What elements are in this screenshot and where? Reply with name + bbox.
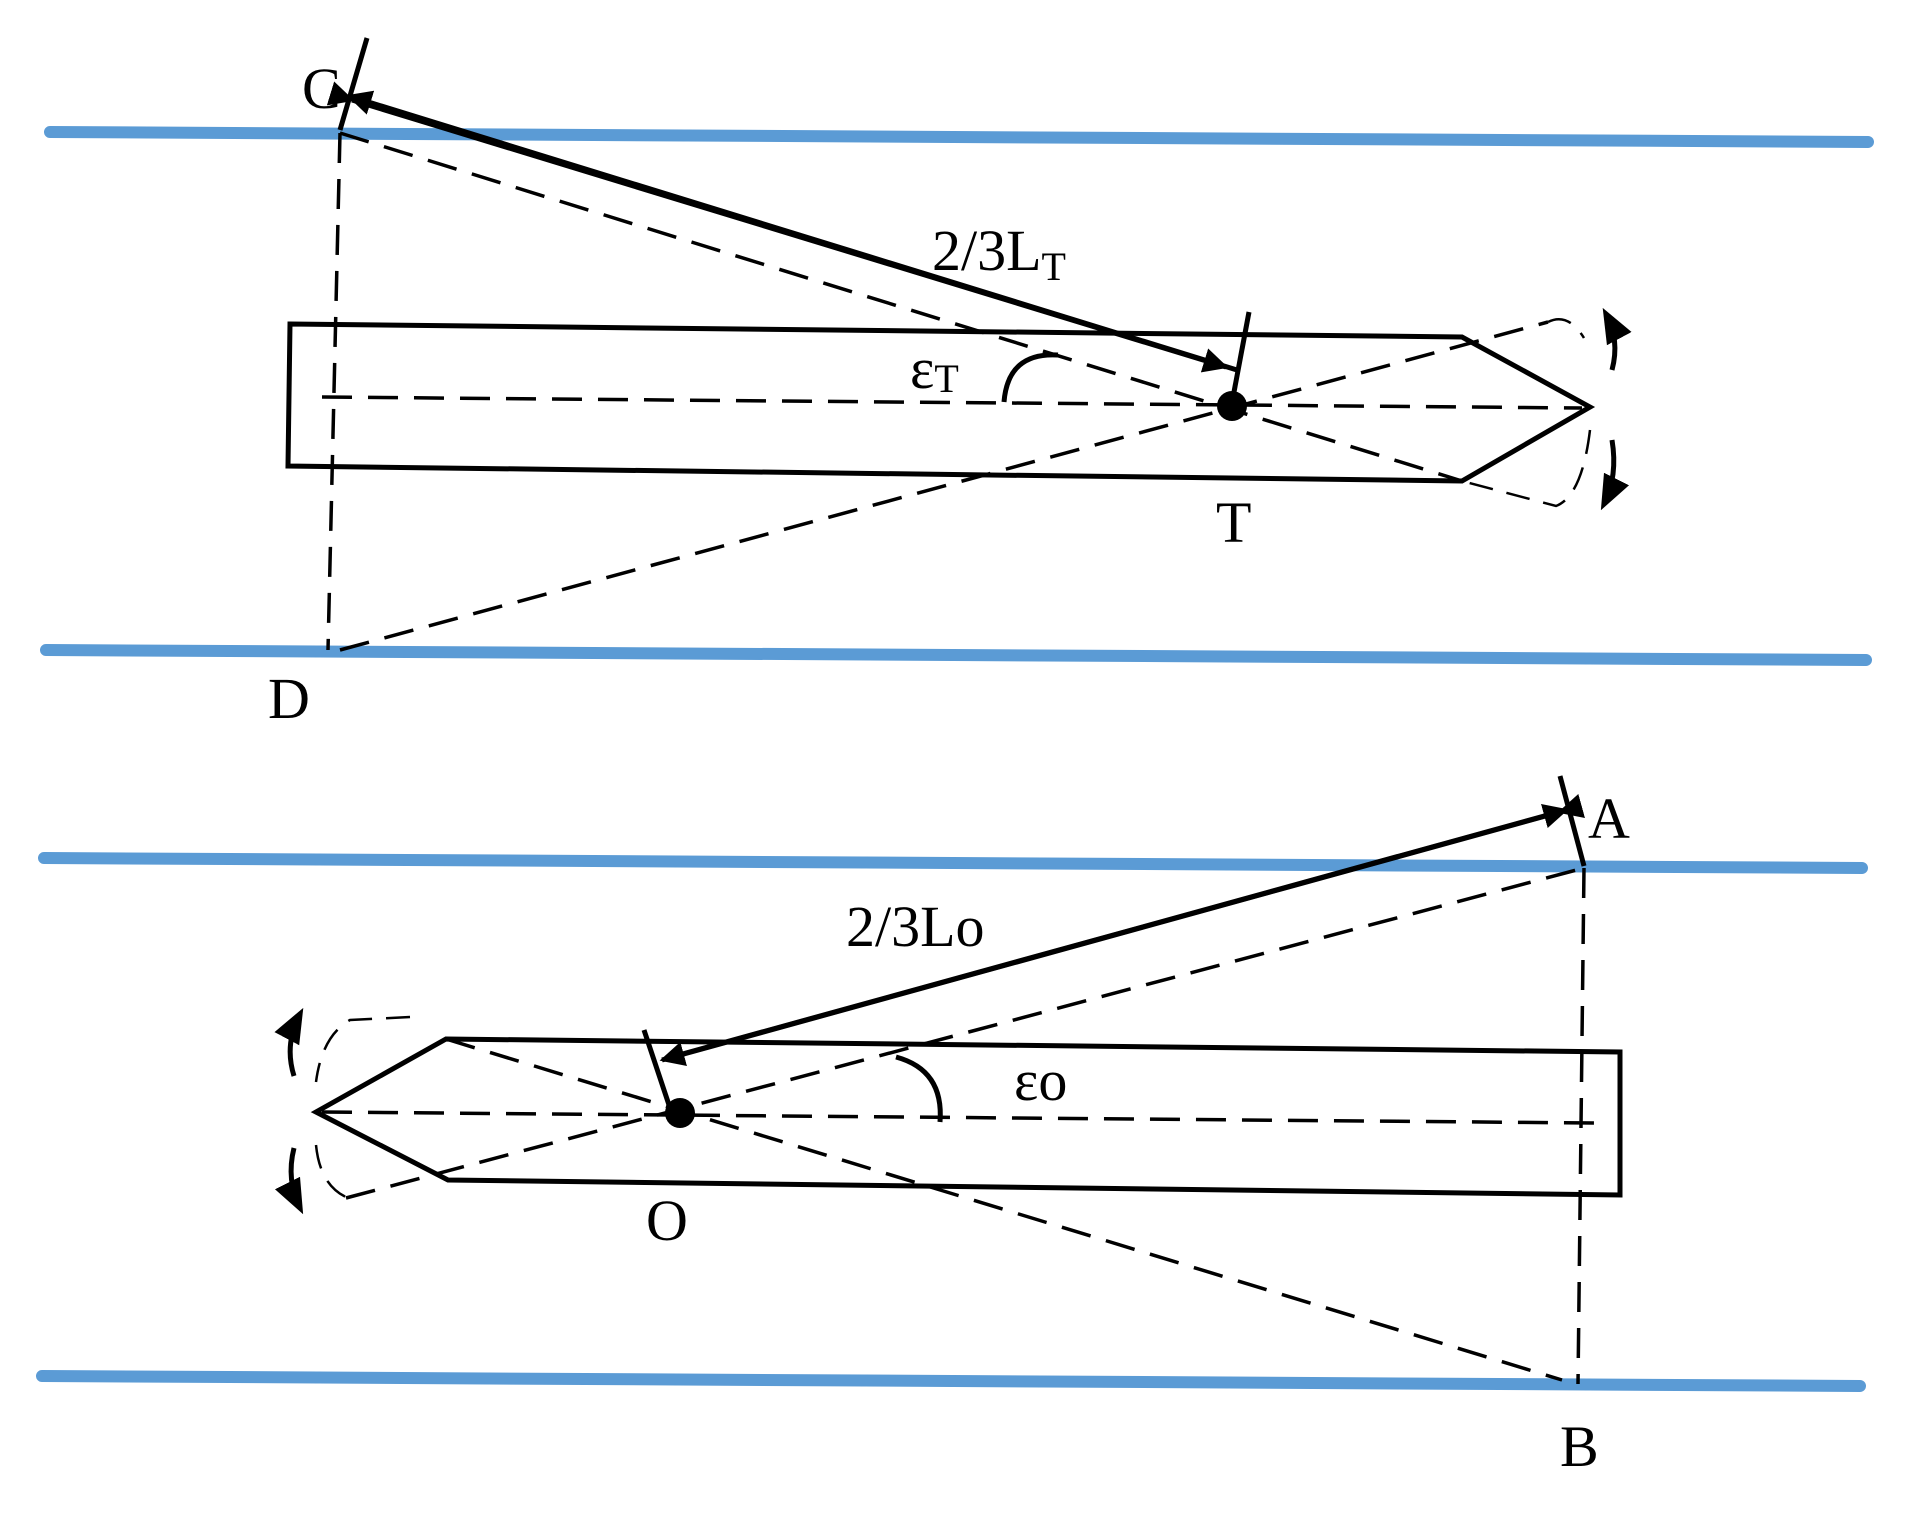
- top-ship-range-line-lower: [339, 320, 1549, 652]
- distance-label-top-main: 2/3L: [932, 218, 1042, 283]
- point-label-O: O: [646, 1188, 688, 1253]
- point-label-C: C: [302, 56, 341, 121]
- bottom-ship-swing-arc-upper: [314, 1015, 411, 1083]
- point-label-D: D: [268, 666, 310, 731]
- angle-label-bottom: εo: [1014, 1048, 1067, 1113]
- top-ship-swing-arrow-down: [1600, 439, 1630, 511]
- angle-label-bottom-main: ε: [1014, 1048, 1038, 1113]
- lane-line-top-1: [44, 126, 1874, 148]
- lane-lines: [36, 126, 1874, 1392]
- top-ship-hull: [285, 321, 1596, 484]
- lane-line-bottom-2: [36, 1370, 1866, 1392]
- top-ship-distance-arrow-tip: [326, 81, 1229, 373]
- bottom-ship-range-line-lower: [445, 1037, 1563, 1382]
- top-ship-swing-arc-lower: [1461, 429, 1592, 508]
- bottom-ship-swing-arrow-up: [274, 1007, 304, 1077]
- top-ship-swing-arc-left: [1547, 318, 1586, 339]
- top-ship-range-line-upper: [339, 131, 1463, 483]
- lane-line-top-2: [40, 644, 1872, 666]
- bottom-ship-boundary-vertical: [1576, 867, 1586, 1385]
- distance-label-top: 2/3LT: [932, 218, 1066, 289]
- lane-line-bottom-1: [38, 852, 1868, 874]
- bottom-ship-swing-arrow-down: [274, 1147, 304, 1215]
- bottom-ship-tick-A: [1557, 775, 1587, 867]
- top-ship-swing-arrow-up: [1602, 307, 1632, 371]
- distance-label-bottom: 2/3Lo: [846, 894, 985, 959]
- bottom-ship-swing-arc-lower: [314, 1144, 349, 1200]
- distance-label-top-sub: T: [1042, 244, 1066, 289]
- point-label-T: T: [1216, 490, 1251, 555]
- top-ship-centerline: [321, 395, 1583, 410]
- point-label-B: B: [1560, 1414, 1599, 1479]
- ship-position-T: [1217, 391, 1247, 421]
- angle-label-top-sub: T: [934, 356, 958, 401]
- angle-label-top: εT: [910, 336, 959, 401]
- point-label-A: A: [1588, 786, 1630, 851]
- angle-label-top-main: ε: [910, 336, 934, 401]
- bottom-ship-angle-arc: [895, 1054, 943, 1123]
- top-ship-boundary-vertical: [326, 132, 342, 651]
- top-ship-angle-arc: [1001, 352, 1059, 403]
- ship-position-O: [665, 1098, 695, 1128]
- bottom-ship-group: [274, 775, 1623, 1385]
- labels: C D T 2/3LT εT A B O 2/3Lo εo: [268, 56, 1630, 1479]
- bottom-ship-tick-O: [641, 1029, 673, 1109]
- top-ship-tick-C: [337, 37, 370, 131]
- top-ship-group: [285, 37, 1632, 652]
- bottom-ship-centerline: [321, 1110, 1597, 1125]
- bottom-ship-distance-arrow-tip: [659, 793, 1586, 1067]
- angle-label-bottom-sub: o: [1038, 1048, 1067, 1113]
- top-ship-tick-T: [1231, 311, 1252, 393]
